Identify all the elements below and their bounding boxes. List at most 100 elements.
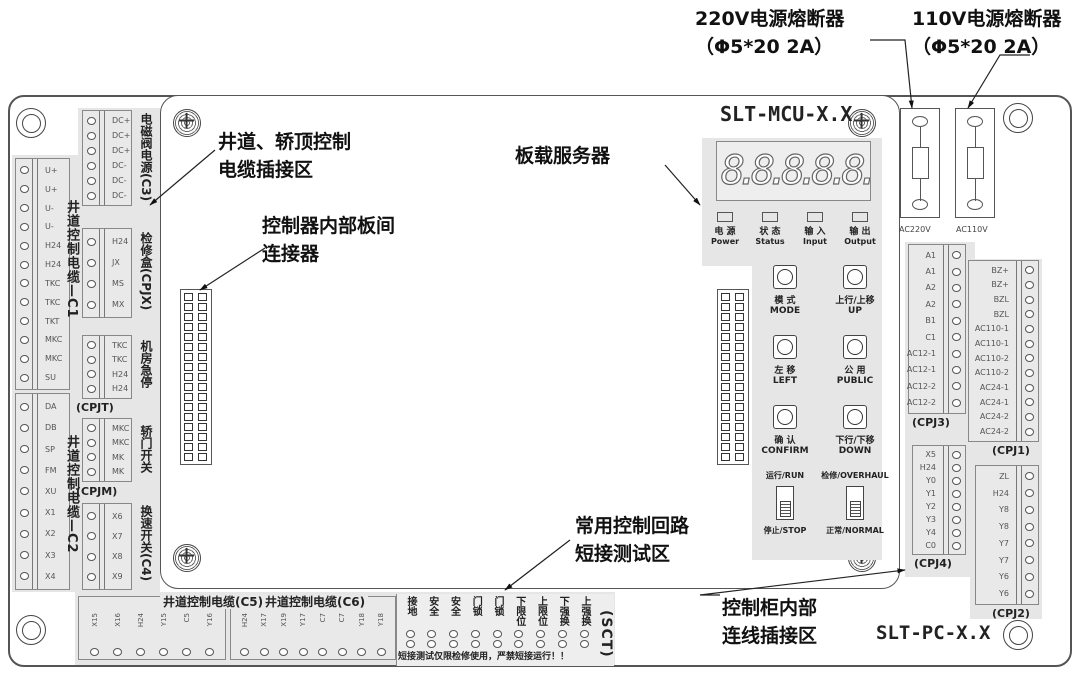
terminal-hole-icon <box>20 298 29 307</box>
terminal-pin: X6 <box>87 510 123 523</box>
header-pin <box>184 453 193 461</box>
header-pin <box>198 293 207 301</box>
pin-label: X4 <box>45 571 56 581</box>
header-pin <box>198 363 207 371</box>
leader-line <box>967 54 1030 109</box>
terminal-hole-icon <box>514 630 524 638</box>
header-pin <box>735 423 744 431</box>
terminal-hole-icon <box>1025 324 1034 333</box>
terminal-hole-icon <box>952 349 961 358</box>
leader-line <box>504 539 571 591</box>
button-label-en: UP <box>848 306 862 316</box>
terminal-hole-icon <box>87 341 96 350</box>
connector-rail <box>32 394 38 589</box>
sct-warning: 短接测试仅限检修使用，严禁短接运行！！ <box>398 652 570 662</box>
pin-label: B1 <box>925 316 936 326</box>
fuse-220v <box>900 108 940 218</box>
leader-line <box>664 164 701 206</box>
terminal-hole-icon <box>1025 539 1034 548</box>
led-label-en: Input <box>803 237 827 246</box>
terminal-pin: Y8 <box>999 520 1034 533</box>
header-pin <box>721 453 730 461</box>
terminal-pin: BZ+ <box>991 278 1034 291</box>
fuse-220v-label: AC220V <box>899 225 931 234</box>
terminal-pin: SP <box>20 443 57 456</box>
terminal-hole-icon <box>87 146 96 155</box>
button-label-cn: 公 用 <box>844 366 866 376</box>
pin-label: H24 <box>919 463 936 472</box>
terminal-hole-icon <box>952 283 961 292</box>
terminal-pin: Y7 <box>999 537 1034 550</box>
terminal-hole-icon <box>952 528 961 537</box>
connector-c5-title: 井道控制电缆(C5) <box>160 595 267 609</box>
terminal-pin: BZ+ <box>991 264 1034 277</box>
terminal-hole-icon <box>1025 572 1034 581</box>
terminal-hole-icon <box>536 640 545 648</box>
pin-label: DC- <box>112 191 127 200</box>
callout-line: 常用控制回路 <box>575 515 690 537</box>
terminal-pin: H24 <box>87 368 128 381</box>
sct-label: 安全 <box>448 596 460 616</box>
pin-label: AC110-1 <box>974 339 1009 349</box>
terminal-hole-icon <box>20 508 29 517</box>
sct-columns: 接地安全安全门锁门锁下限位上限位下强换上强换 <box>400 596 594 648</box>
pin-label: X5 <box>925 450 936 459</box>
screw-icon <box>173 541 201 572</box>
terminal-pin: AC12-1 <box>907 347 961 360</box>
terminal-hole-icon <box>952 300 961 309</box>
pin-label: AC24-1 <box>979 397 1009 407</box>
terminal-hole-icon <box>20 354 29 363</box>
terminal-pin: B1 <box>925 314 961 327</box>
terminal-hole-icon <box>20 487 29 496</box>
header-pin <box>184 373 193 381</box>
terminal-hole-icon <box>279 648 289 656</box>
header-pin <box>198 403 207 411</box>
terminal-pin: H24 <box>87 382 128 395</box>
header-pin <box>735 353 744 361</box>
terminal-pin: Y2 <box>926 500 961 513</box>
terminal-pin: Y17 <box>298 613 308 656</box>
terminal-hole-icon <box>87 279 96 288</box>
terminal-hole-icon <box>136 648 145 656</box>
terminal-pin: X2 <box>20 527 57 540</box>
pin-label: DB <box>45 423 57 433</box>
header-pin <box>735 383 744 391</box>
terminal-pin: ZL <box>999 470 1034 483</box>
sct-label: 门锁 <box>470 596 482 616</box>
pin-label: SU <box>45 373 56 383</box>
terminal-pin: DC- <box>87 174 130 187</box>
pin-label: H24 <box>45 260 62 270</box>
pin-label: X9 <box>112 572 123 582</box>
fuse-110v-label: AC110V <box>956 225 988 234</box>
terminal-hole-icon <box>87 438 96 447</box>
header-pin <box>735 343 744 351</box>
switch-label-top: 运行/RUN <box>765 471 805 480</box>
terminal-hole-icon <box>952 515 961 524</box>
header-pin <box>735 453 744 461</box>
pin-label: Y1 <box>926 489 936 498</box>
pin-label: MKC <box>45 335 63 345</box>
connector-c3-title: 电磁阀电源(C3) <box>139 113 153 202</box>
terminal-hole-icon <box>87 453 96 462</box>
pin-label: FM <box>45 465 57 475</box>
terminal-hole-icon <box>87 467 96 476</box>
terminal-hole-icon <box>87 191 96 200</box>
terminal-pin: TKT <box>20 315 62 328</box>
led-icon <box>807 212 823 222</box>
terminal-pin: C1 <box>925 331 961 344</box>
button-label-cn: 左 移 <box>774 366 796 376</box>
header-pin <box>184 313 193 321</box>
terminal-hole-icon <box>20 402 29 411</box>
